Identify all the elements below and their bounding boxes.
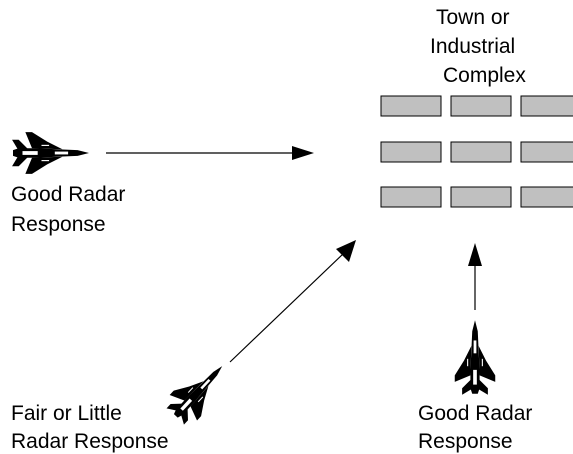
vertical-arrow-head <box>468 243 482 266</box>
jet-fighter-icon <box>454 319 496 396</box>
diagonal-arrow-head <box>336 240 356 262</box>
building-block <box>450 186 512 208</box>
town-buildings <box>380 95 573 208</box>
target-label-line1: Town or <box>436 6 510 29</box>
building-block <box>450 95 512 117</box>
building-block <box>450 141 512 163</box>
horizontal-arrow-head <box>292 146 314 160</box>
jet-fighter-icon <box>11 131 90 175</box>
building-block <box>520 186 573 208</box>
building-block <box>520 95 573 117</box>
bottom-left-response-label-line2: Radar Response <box>11 430 169 453</box>
left-response-label-line2: Response <box>11 213 106 236</box>
left-response-label-line1: Good Radar <box>11 183 125 206</box>
target-label-line3: Complex <box>443 64 526 87</box>
target-label-line2: Industrial <box>430 35 515 58</box>
building-block <box>520 141 573 163</box>
bottom-right-response-label-line1: Good Radar <box>418 402 532 425</box>
building-block <box>380 95 442 117</box>
jet-fighter-icon <box>161 352 237 430</box>
building-block <box>380 141 442 163</box>
diagonal-arrow-line <box>229 253 344 363</box>
bottom-right-response-label-line2: Response <box>418 430 513 453</box>
bottom-left-response-label-line1: Fair or Little <box>11 402 122 425</box>
building-block <box>380 186 442 208</box>
